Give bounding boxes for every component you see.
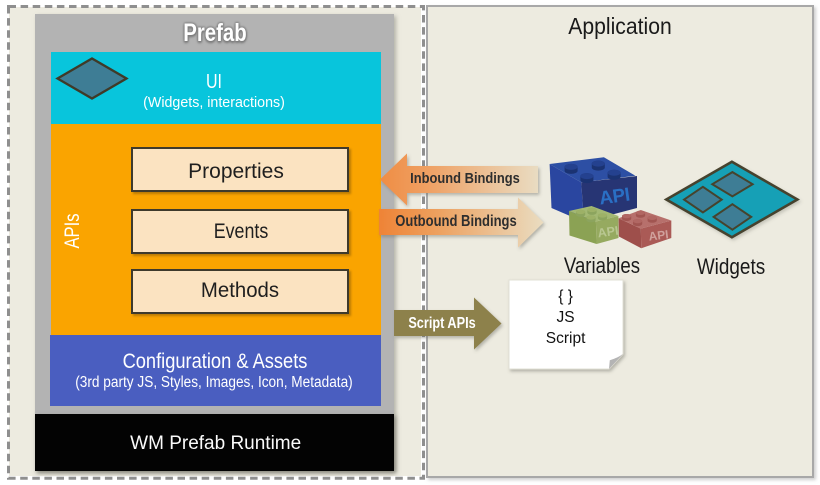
- svg-text:API: API: [648, 227, 670, 243]
- svg-text:API: API: [598, 184, 631, 209]
- svg-text:API: API: [597, 224, 620, 241]
